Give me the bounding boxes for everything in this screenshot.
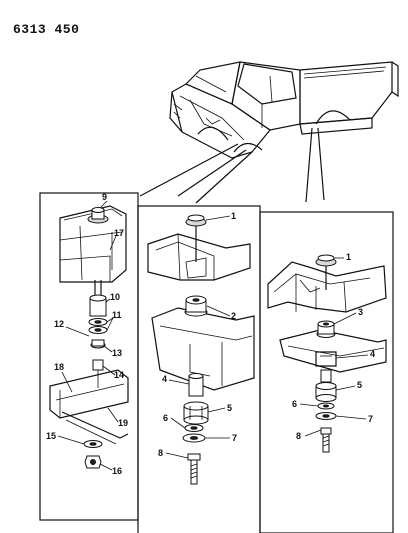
truck-body-illustration [169, 61, 399, 159]
right-panel-mount [267, 254, 387, 453]
left-panel-mount [49, 205, 129, 469]
callout-left-9: 9 [102, 192, 107, 202]
callout-left-16: 16 [112, 466, 122, 476]
callout-middle-4: 4 [162, 374, 167, 384]
callout-right-1: 1 [346, 252, 351, 262]
callout-middle-1: 1 [231, 211, 236, 221]
callout-left-10: 10 [110, 292, 120, 302]
callout-right-5: 5 [357, 380, 362, 390]
callout-left-11: 11 [112, 310, 122, 320]
callout-left-14: 14 [114, 370, 124, 380]
callout-left-19: 19 [118, 418, 128, 428]
callout-middle-6: 6 [163, 413, 168, 423]
callout-middle-8: 8 [158, 448, 163, 458]
callout-lines [57, 200, 369, 471]
callout-numbers: 9 17 10 11 12 13 14 18 19 15 16 1 2 4 5 … [46, 192, 375, 476]
callout-right-8: 8 [296, 431, 301, 441]
diagram-id: 6313 450 [13, 22, 80, 37]
callout-middle-5: 5 [227, 403, 232, 413]
callout-right-6: 6 [292, 399, 297, 409]
leader-lines [139, 127, 325, 204]
panel-frames [39, 192, 394, 533]
middle-panel-mount [147, 214, 255, 485]
callout-right-3: 3 [358, 307, 363, 317]
callout-left-17: 17 [114, 228, 124, 238]
callout-left-18: 18 [54, 362, 64, 372]
callout-right-7: 7 [368, 414, 373, 424]
callout-middle-7: 7 [232, 433, 237, 443]
callout-left-13: 13 [112, 348, 122, 358]
callout-left-15: 15 [46, 431, 56, 441]
callout-right-4: 4 [370, 349, 375, 359]
callout-left-12: 12 [54, 319, 64, 329]
callout-middle-2: 2 [231, 311, 236, 321]
